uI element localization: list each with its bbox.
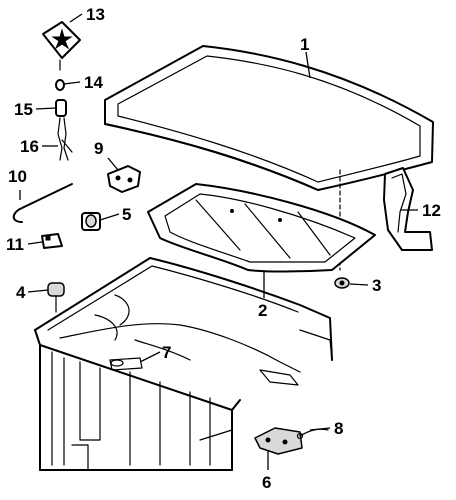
hood-bumper bbox=[47, 282, 65, 313]
callout-12: 12 bbox=[422, 201, 441, 220]
callout-8: 8 bbox=[334, 419, 343, 438]
hood-ornament bbox=[42, 21, 81, 59]
hood-insulator bbox=[147, 183, 376, 273]
callout-5: 5 bbox=[122, 205, 131, 224]
leader-lines bbox=[19, 13, 418, 470]
latch-support bbox=[109, 357, 143, 371]
callout-6: 6 bbox=[262, 473, 271, 492]
ornament-spring bbox=[55, 59, 65, 91]
ornament-bushing bbox=[55, 99, 67, 117]
engine-compartment bbox=[34, 257, 333, 471]
release-cable bbox=[296, 428, 329, 440]
callout-labels: 1 2 3 4 5 6 7 8 9 10 11 12 13 14 15 16 bbox=[6, 5, 441, 492]
hinge-bracket bbox=[107, 165, 141, 193]
callout-3: 3 bbox=[372, 276, 381, 295]
callout-16: 16 bbox=[20, 137, 39, 156]
insulator-retainer bbox=[334, 277, 350, 289]
callout-9: 9 bbox=[94, 139, 103, 158]
prop-rod bbox=[12, 183, 73, 223]
callout-15: 15 bbox=[14, 100, 33, 119]
callout-2: 2 bbox=[258, 301, 267, 320]
hood-hinge bbox=[383, 167, 433, 251]
callout-14: 14 bbox=[84, 73, 103, 92]
callout-13: 13 bbox=[86, 5, 105, 24]
callout-1: 1 bbox=[300, 35, 309, 54]
callout-7: 7 bbox=[162, 343, 171, 362]
hood-latch bbox=[254, 427, 303, 455]
callout-10: 10 bbox=[8, 167, 27, 186]
callout-11: 11 bbox=[6, 235, 24, 254]
prop-rod-clip bbox=[41, 233, 63, 249]
callout-4: 4 bbox=[16, 283, 26, 302]
ornament-retainer bbox=[57, 117, 73, 161]
hood-stop bbox=[81, 212, 101, 231]
